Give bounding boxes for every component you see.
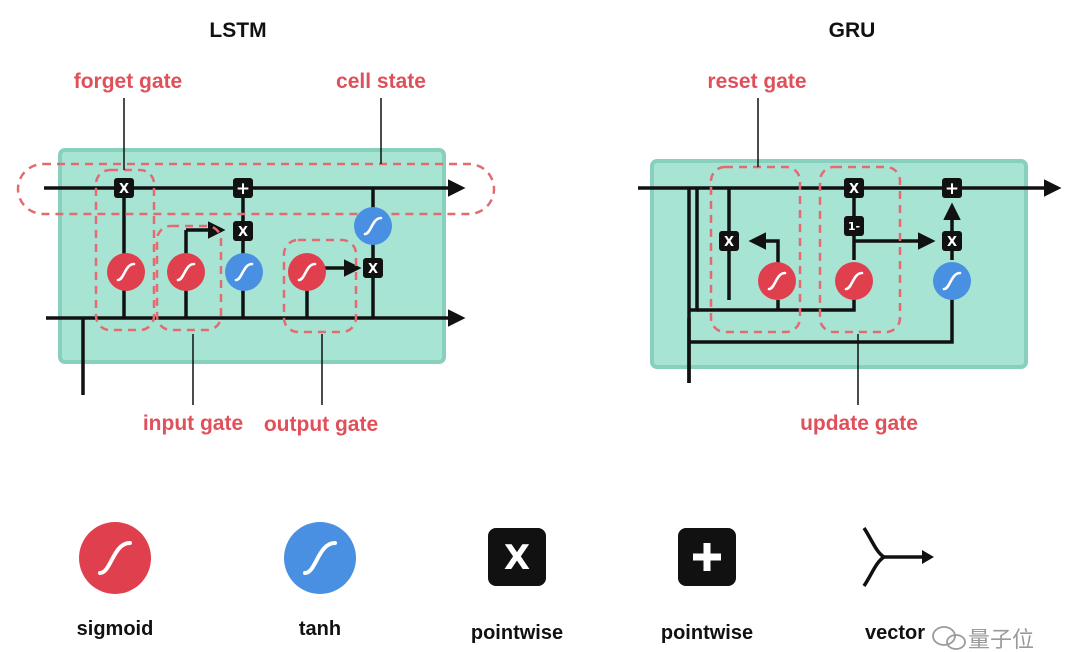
gru-update-sigmoid [835, 262, 873, 300]
lstm-input-tanh [225, 253, 263, 291]
svg-text:X: X [238, 225, 248, 240]
lstm-cell-add: + [233, 178, 253, 199]
svg-text:X: X [368, 262, 378, 277]
legend-tanh: tanh [284, 522, 356, 640]
reset-gate-outline [709, 165, 802, 334]
gru-cell-box [650, 159, 1028, 369]
svg-text:X: X [724, 235, 734, 250]
reset-gate-label: reset gate [707, 70, 806, 93]
lstm-leader-lines [123, 98, 382, 405]
legend-label-vector: vector [865, 622, 925, 644]
gru-add: + [942, 178, 962, 199]
gru-title: GRU [829, 19, 876, 42]
svg-text:1-: 1- [848, 220, 860, 233]
tanh-icon [284, 522, 356, 594]
lstm-gate-outlines [16, 162, 496, 334]
cell-state-label: cell state [336, 70, 426, 93]
svg-text:X: X [504, 538, 530, 578]
lstm-output-multiply: X [363, 258, 383, 278]
watermark-text: 量子位 [968, 628, 1034, 652]
pointwise-multiplication-icon: X [488, 528, 546, 586]
legend-label-tanh: tanh [299, 618, 341, 640]
lstm-output-sigmoid [288, 253, 326, 291]
gru-reset-sigmoid [758, 262, 796, 300]
gru-one-minus: 1- [844, 216, 864, 236]
legend-pointwise-addition: pointwise [661, 528, 753, 644]
gru-gate-outlines [709, 165, 902, 334]
legend-label-pointwise-addition: pointwise [661, 622, 753, 644]
pointwise-addition-icon [678, 528, 736, 586]
sigmoid-icon [79, 522, 151, 594]
svg-text:+: + [945, 179, 959, 199]
svg-text:X: X [849, 182, 859, 197]
gru-reset-multiply: X [719, 231, 739, 251]
forget-gate-outline [94, 168, 156, 332]
legend-sigmoid: sigmoid [77, 522, 154, 640]
gru-update-multiply: X [844, 178, 864, 198]
legend-label-pointwise-multiplication: pointwise [471, 622, 563, 644]
watermark: 量子位 [932, 626, 1034, 652]
gru-leader-lines [757, 98, 859, 405]
lstm-forget-multiply: X [114, 178, 134, 198]
lstm-title: LSTM [209, 19, 266, 42]
legend-vector-concatenation: vector [862, 527, 934, 644]
output-gate-outline [282, 238, 358, 334]
svg-text:X: X [119, 182, 129, 197]
wechat-icon [932, 626, 966, 650]
cell-state-outline [16, 162, 496, 216]
lstm-input-multiply: X [233, 221, 253, 241]
svg-text:X: X [947, 235, 957, 250]
update-gate-label: update gate [800, 412, 918, 435]
vector-concatenation-icon [862, 527, 934, 587]
gru-candidate-tanh [933, 262, 971, 300]
forget-gate-label: forget gate [74, 70, 183, 93]
legend-pointwise-multiplication: X pointwise [471, 528, 563, 644]
legend-label-sigmoid: sigmoid [77, 618, 154, 640]
input-gate-label: input gate [143, 412, 243, 435]
update-gate-outline [818, 165, 902, 334]
svg-text:+: + [236, 179, 250, 199]
lstm-input-sigmoid [167, 253, 205, 291]
gru-candidate-multiply: X [942, 231, 962, 251]
lstm-cell-tanh [354, 207, 392, 245]
lstm-forget-sigmoid [107, 253, 145, 291]
input-gate-outline [155, 224, 223, 332]
output-gate-label: output gate [264, 413, 378, 436]
